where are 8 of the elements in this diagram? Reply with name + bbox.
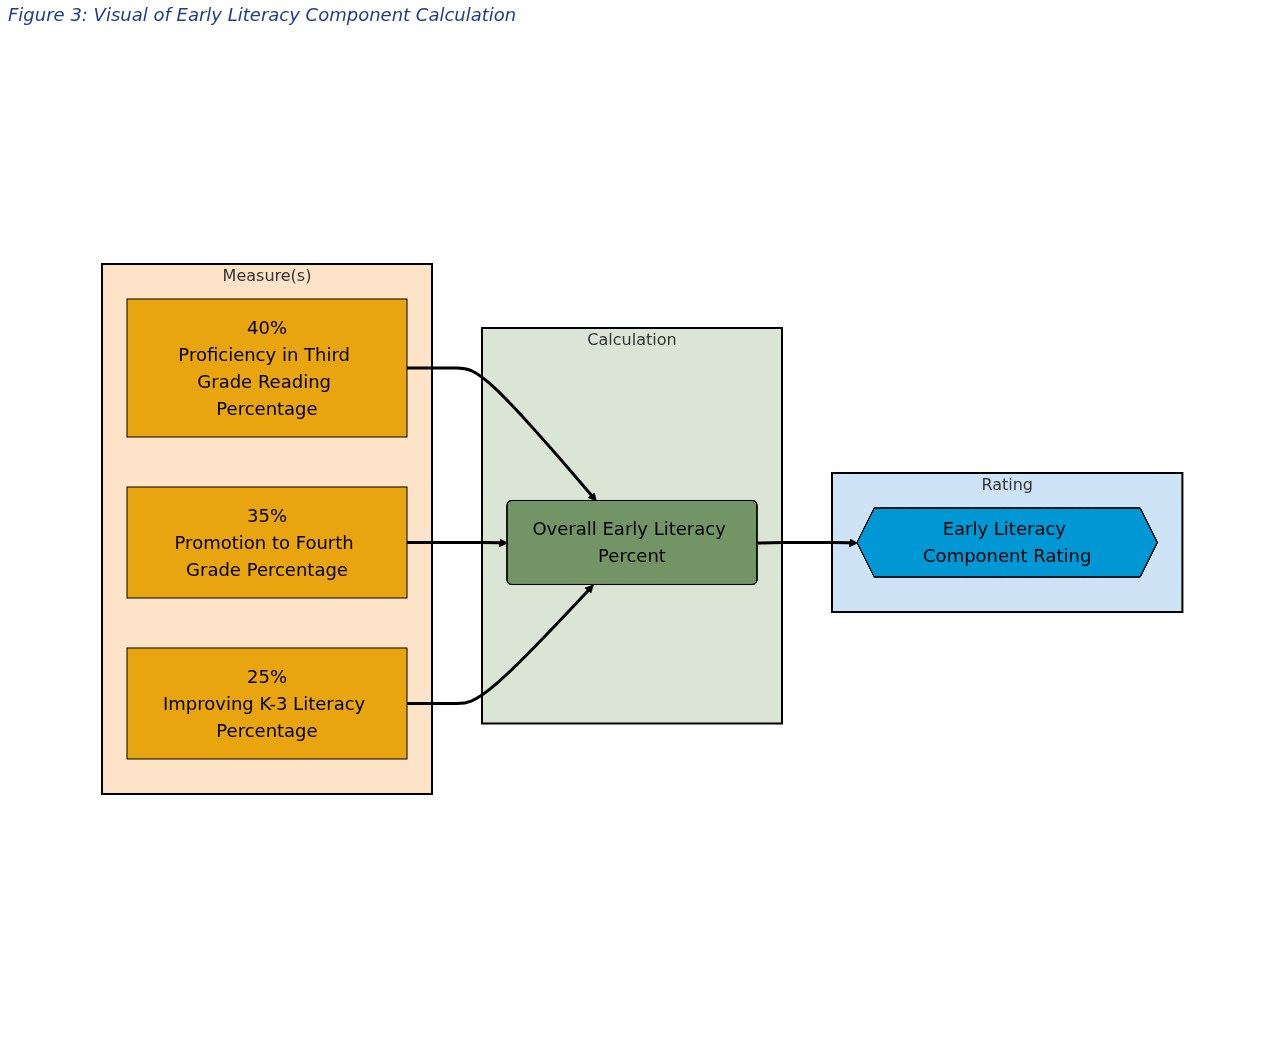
figure-title: Figure 3: Visual of Early Literacy Component Calculation: [8, 4, 518, 25]
arrow: [406, 538, 508, 548]
node-box: 40% Proficiency in Third Grade Reading Percentage: [126, 298, 408, 438]
arrow: [406, 584, 594, 705]
arrow: [406, 366, 597, 502]
node-box: 35% Promotion to Fourth Grade Percentage: [126, 486, 408, 599]
arrow: [757, 538, 858, 548]
node-box: 25% Improving K-3 Literacy Percentage: [126, 647, 408, 760]
